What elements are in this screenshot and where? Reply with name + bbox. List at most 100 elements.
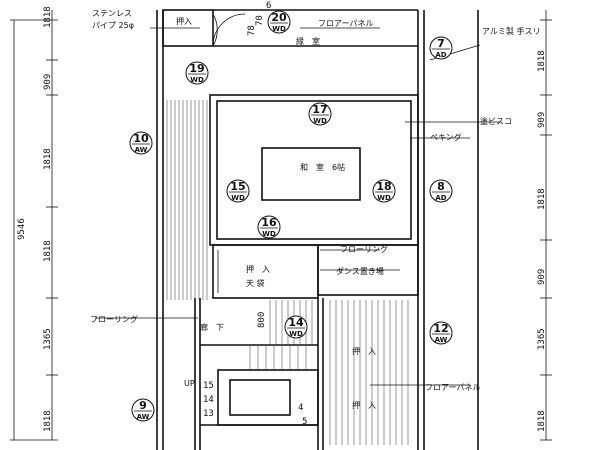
- dim-right-1818-c: 1818: [537, 410, 547, 432]
- dim-top-6: 6: [266, 1, 271, 11]
- label-oshiire-top: 押入: [176, 16, 192, 26]
- tag-number: 18: [376, 180, 391, 193]
- dim-left-1365: 1365: [43, 328, 53, 350]
- tag-number: 19: [189, 62, 204, 75]
- tag-number: 15: [230, 180, 245, 193]
- dim-stair-800: 800: [257, 312, 267, 328]
- stair-number: 5: [302, 417, 307, 427]
- stair-step-numbers: 15 14 13 4 5 6 70 78 800: [203, 1, 307, 427]
- tag-code: WD: [190, 76, 204, 84]
- tag-number: 9: [139, 399, 147, 412]
- tag-code: AW: [435, 336, 448, 344]
- label-pekinga: ペキング: [430, 132, 462, 142]
- label-futon: 天 袋: [246, 278, 265, 288]
- tag-number: 7: [437, 37, 445, 50]
- tag-circle: [308, 102, 332, 126]
- tag-code: WD: [377, 194, 391, 202]
- tag-number: 10: [133, 132, 149, 145]
- tag-number: 12: [433, 322, 448, 335]
- label-tansu: ダンス置き場: [336, 266, 384, 276]
- tag-code: AD: [435, 194, 446, 202]
- tag-circle: [267, 10, 291, 34]
- dim-right-909-a: 909: [537, 112, 547, 128]
- tag-number: 16: [261, 216, 277, 229]
- door-swings: [212, 13, 246, 47]
- annotation-text: ステンレス パイプ 25φ 押入 フロアーパネル アルミ製 手スリ 縁 室 塗ビ…: [90, 9, 540, 410]
- tag-code: WD: [289, 330, 303, 338]
- tag-7-ad: 7AD: [429, 36, 453, 60]
- label-veranda: 縁 室: [296, 36, 320, 46]
- label-flooring-mid: フローリング: [340, 244, 388, 254]
- label-corridor: 廊 下: [200, 322, 224, 332]
- label-oshiire-b1: 押 入: [352, 346, 376, 356]
- tag-circle: [129, 131, 153, 155]
- dim-top-70: 70: [255, 15, 265, 26]
- tag-code: WD: [272, 25, 286, 33]
- stair-number: 13: [203, 409, 214, 419]
- label-oshiire-b2: 押 入: [352, 400, 376, 410]
- right-dimension-text: 1818 909 1818 909 1365 1818: [537, 50, 547, 432]
- tag-code: WD: [262, 230, 276, 238]
- dim-left-1818-b: 1818: [43, 148, 53, 170]
- tag-9-aw: 9AW: [131, 398, 155, 422]
- tag-number: 14: [288, 316, 304, 329]
- tag-circle: [257, 215, 281, 239]
- label-pipe: パイプ 25φ: [92, 21, 134, 30]
- label-stainless: ステンレス: [92, 9, 132, 18]
- tag-8-ad: 8AD: [429, 179, 453, 203]
- dim-left-1818-a: 1818: [43, 6, 53, 28]
- tag-code: AW: [135, 146, 148, 154]
- tag-circle: [284, 315, 308, 339]
- dim-top-78: 78: [247, 25, 257, 36]
- label-flooring-left: フローリング: [90, 314, 138, 324]
- dim-right-909-b: 909: [537, 269, 547, 285]
- label-stair-up: UP: [184, 379, 195, 388]
- label-washitsu: 和 室 6帖: [300, 162, 345, 172]
- dim-left-909: 909: [43, 74, 53, 90]
- tag-number: 8: [437, 180, 445, 193]
- tag-circle: [372, 179, 396, 203]
- stair-number: 14: [203, 395, 214, 405]
- right-dimension-chain: [540, 10, 552, 441]
- tag-circle: [185, 61, 209, 85]
- tag-circle: [429, 179, 453, 203]
- tag-code: AD: [435, 51, 446, 59]
- tag-code: WD: [313, 117, 327, 125]
- walls: [156, 9, 479, 450]
- dim-left-1818-d: 1818: [43, 410, 53, 432]
- tag-number: 17: [312, 103, 327, 116]
- dim-right-1365: 1365: [537, 328, 547, 350]
- left-dimension-text: 9546 1818 909 1818 1818 1365 1818: [17, 6, 53, 432]
- label-oshiire: 押 入: [246, 264, 270, 274]
- tag-code: WD: [231, 194, 245, 202]
- left-dimension-chain: [10, 10, 58, 441]
- dim-right-1818-b: 1818: [537, 188, 547, 210]
- stair-number: 15: [203, 381, 214, 391]
- tag-code: AW: [137, 413, 150, 421]
- tag-circle: [131, 398, 155, 422]
- dim-total: 9546: [17, 218, 27, 240]
- label-floor-panel-top: フロアーパネル: [318, 19, 373, 28]
- label-plaster: 塗ビスコ: [480, 116, 512, 126]
- label-floor-panel-bottom: フロアーパネル: [425, 383, 480, 392]
- leader-lines: [95, 27, 500, 386]
- dim-right-1818-a: 1818: [537, 50, 547, 72]
- tag-circle: [429, 321, 453, 345]
- dim-left-1818-c: 1818: [43, 240, 53, 262]
- tag-number: 20: [271, 11, 287, 24]
- tag-circle: [429, 36, 453, 60]
- stair-number: 4: [298, 403, 303, 413]
- label-aluminum-railing: アルミ製 手スリ: [482, 26, 540, 36]
- tag-circle: [226, 179, 250, 203]
